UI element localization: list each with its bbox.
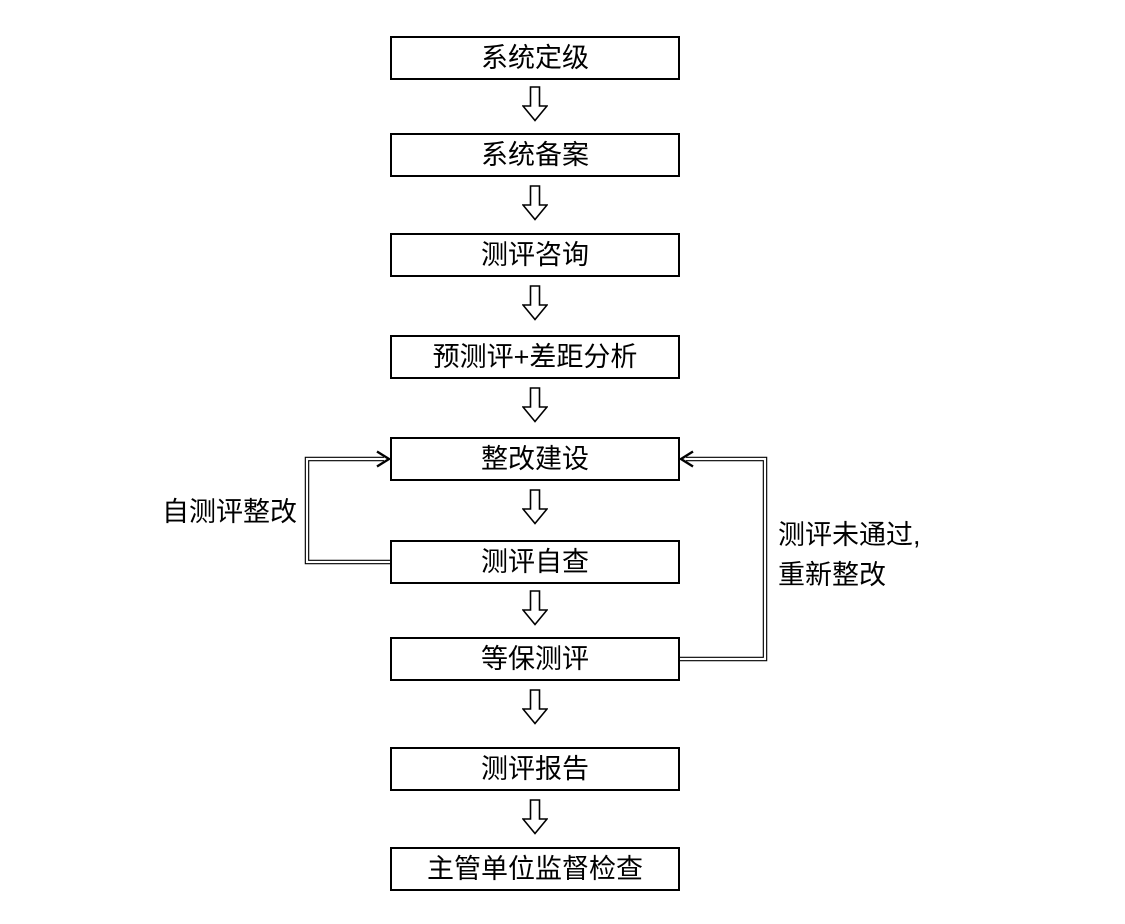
step-box-system-filing: 系统备案 (390, 133, 680, 177)
right-loop-label-line1: 测评未通过, (778, 520, 921, 550)
down-arrow-icon (522, 489, 548, 525)
step-box-evaluation-consulting: 测评咨询 (390, 233, 680, 277)
step-box-classified-protection-evaluation: 等保测评 (390, 637, 680, 681)
step-label: 主管单位监督检查 (427, 853, 643, 884)
step-label: 系统备案 (481, 139, 589, 170)
down-arrow-icon (522, 590, 548, 626)
step-box-evaluation-report: 测评报告 (390, 747, 680, 791)
step-box-supervision-inspection: 主管单位监督检查 (390, 847, 680, 891)
step-box-system-rating: 系统定级 (390, 36, 680, 80)
arrowhead-left-icon (678, 450, 694, 468)
step-box-evaluation-self-check: 测评自查 (390, 540, 680, 584)
left-loop-connector (304, 450, 392, 565)
right-loop-label: 测评未通过, 重新整改 (778, 515, 921, 595)
step-label: 整改建设 (481, 443, 589, 474)
left-loop-label: 自测评整改 (162, 492, 297, 532)
step-label: 测评报告 (481, 753, 589, 784)
down-arrow-icon (522, 285, 548, 321)
step-label: 系统定级 (481, 42, 589, 73)
down-arrow-icon (522, 185, 548, 221)
step-box-rectification-construction: 整改建设 (390, 437, 680, 481)
step-label: 测评自查 (481, 546, 589, 577)
down-arrow-icon (522, 86, 548, 122)
arrowhead-right-icon (376, 450, 392, 468)
down-arrow-icon (522, 799, 548, 835)
down-arrow-icon (522, 387, 548, 423)
step-label: 测评咨询 (481, 239, 589, 270)
right-loop-label-line2: 重新整改 (778, 560, 886, 590)
step-label: 等保测评 (481, 643, 589, 674)
right-loop-connector (678, 450, 768, 662)
step-label: 预测评+差距分析 (432, 341, 638, 372)
down-arrow-icon (522, 689, 548, 725)
step-box-pre-evaluation-gap-analysis: 预测评+差距分析 (390, 335, 680, 379)
